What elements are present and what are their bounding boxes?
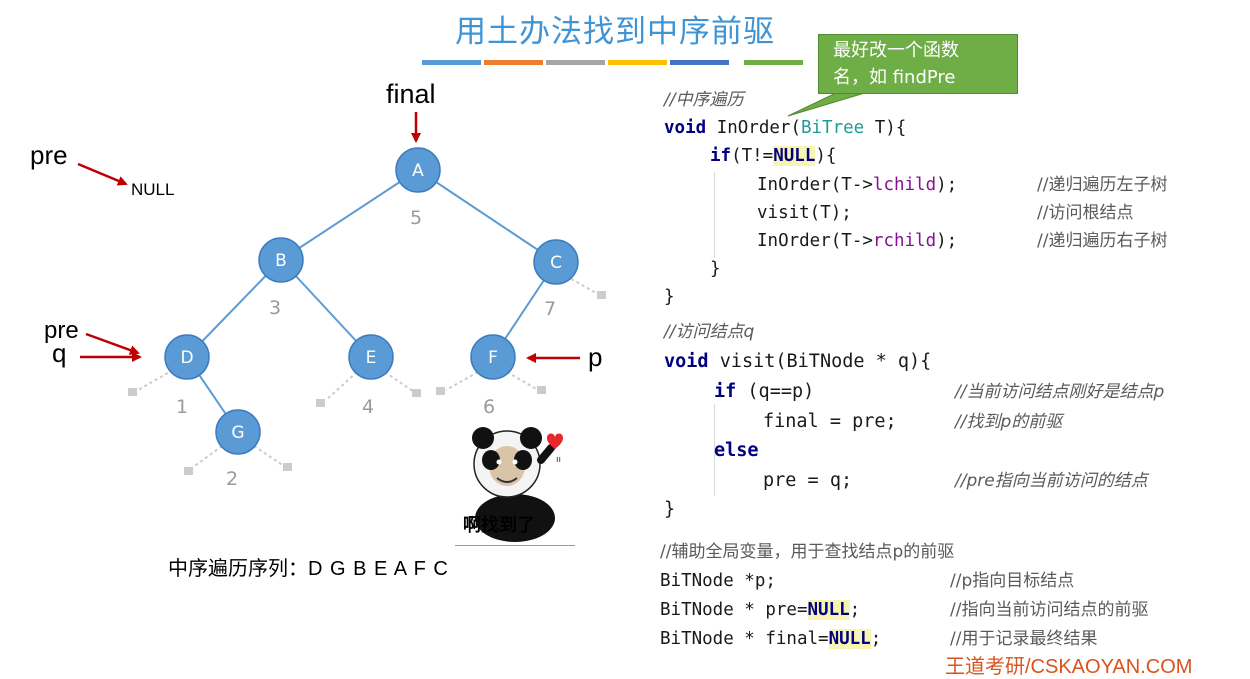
callout-note: 最好改一个函数 名，如 findPre (818, 34, 1018, 94)
null-label: NULL (131, 180, 174, 199)
tree-node-e: E (348, 334, 394, 380)
sticker-divider (455, 545, 575, 546)
q-label: q (52, 338, 66, 368)
title-stripe-2 (484, 60, 543, 65)
title-stripe-6 (744, 60, 803, 65)
watermark: 王道考研/CSKAOYAN.COM (945, 656, 1193, 678)
pre-arrow-top (77, 162, 128, 186)
tree-node-a: A (395, 147, 441, 193)
svg-text:ıı: ıı (556, 455, 561, 465)
page-title: 用土办法找到中序前驱 (455, 14, 775, 50)
svg-text:A: A (412, 161, 424, 181)
order-number-c: 7 (544, 298, 556, 320)
order-number-g: 2 (226, 468, 238, 490)
tree-node-g: G (215, 409, 261, 455)
order-number-d: 1 (176, 396, 188, 418)
title-stripe-3 (546, 60, 605, 65)
svg-text:B: B (275, 251, 287, 271)
title-stripe-4 (608, 60, 667, 65)
callout-line-2: 名，如 findPre (833, 67, 956, 88)
tree-node-c: C (533, 239, 579, 285)
pre-arrow-d (85, 332, 140, 355)
final-label: final (386, 79, 436, 109)
tree-node-d: D (164, 334, 210, 380)
sequence-label: 中序遍历序列： (168, 556, 308, 580)
tree-node-b: B (258, 237, 304, 283)
edge-a-b (280, 169, 419, 261)
title-stripe-5 (670, 60, 729, 65)
svg-text:D: D (180, 348, 193, 368)
svg-text:E: E (366, 348, 377, 368)
edge-a-c (417, 169, 557, 263)
panda-meme-sticker: ıı (472, 427, 563, 542)
callout-pointer (787, 91, 869, 117)
order-number-a: 5 (410, 207, 422, 229)
inorder-sequence: 中序遍历序列：D G B E A F C (168, 552, 449, 581)
callout-line-1: 最好改一个函数 (833, 40, 959, 61)
title-stripe-1 (422, 60, 481, 65)
svg-text:G: G (231, 423, 244, 443)
p-label: p (588, 342, 602, 372)
svg-text:C: C (550, 253, 562, 273)
sequence-value: D G B E A F C (308, 558, 449, 580)
order-number-e: 4 (362, 396, 374, 418)
pre-label-top: pre (30, 140, 68, 170)
order-number-f: 6 (483, 396, 495, 418)
svg-text:F: F (488, 348, 498, 368)
order-number-b: 3 (269, 297, 281, 319)
tree-node-f: F (470, 334, 516, 380)
sticker-caption: 啊找到了 (463, 515, 535, 536)
pre-label-d: pre (44, 317, 79, 344)
